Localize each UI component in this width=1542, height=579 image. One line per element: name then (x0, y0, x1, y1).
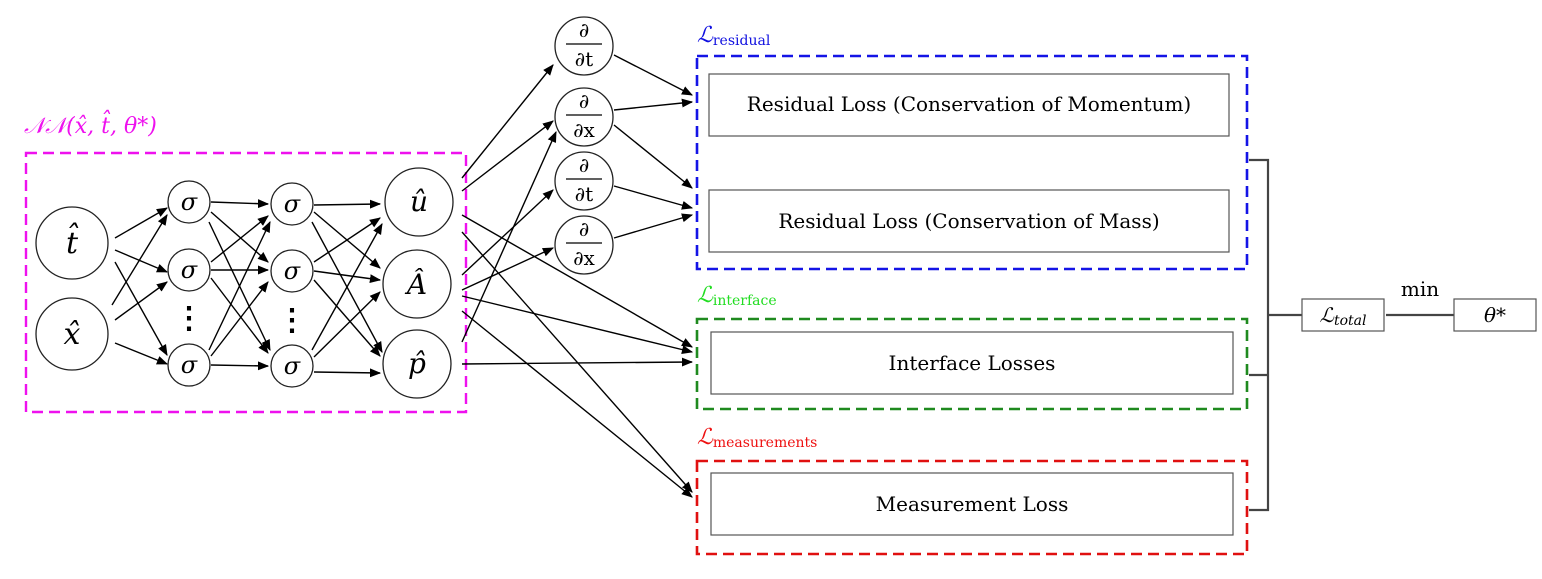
loss-aggregation-bracket (1249, 158, 1302, 512)
svg-text:û: û (410, 185, 428, 218)
momentum-loss-box: Residual Loss (Conservation of Momentum) (708, 73, 1230, 137)
svg-text:p̂: p̂ (408, 347, 426, 380)
svg-text:σ: σ (181, 188, 198, 216)
derivative-node-dx: ∂ ∂x (554, 87, 614, 147)
svg-text:Residual Loss (Conservation of: Residual Loss (Conservation of Mass) (778, 209, 1159, 233)
hidden-node: σ (270, 249, 314, 293)
svg-text:t̂: t̂ (66, 222, 79, 261)
network-label: 𝒩𝒩(x̂, t̂, θ*) (24, 110, 157, 139)
derivative-node-dx: ∂ ∂x (554, 215, 614, 275)
output-to-derivative-edges (461, 64, 557, 343)
output-node-p: p̂ (382, 329, 452, 399)
output-node-u: û (384, 167, 454, 237)
hidden-ellipsis: ⋮ (174, 301, 204, 336)
interface-group-border (695, 317, 1249, 411)
hidden-node: σ (167, 248, 211, 292)
svg-text:θ*: θ* (1484, 303, 1506, 327)
svg-text:σ: σ (181, 351, 198, 379)
svg-text:σ: σ (284, 257, 301, 285)
svg-text:∂x: ∂x (573, 118, 595, 142)
hidden2-to-output-edges (311, 199, 383, 378)
derivative-node-dt: ∂ ∂t (554, 16, 614, 76)
svg-text:∂: ∂ (579, 89, 589, 113)
network-group-border (24, 151, 468, 414)
measurement-loss-box: Measurement Loss (710, 472, 1234, 536)
svg-text:x̂: x̂ (64, 317, 81, 352)
mass-loss-box: Residual Loss (Conservation of Mass) (708, 189, 1230, 253)
svg-text:∂t: ∂t (575, 182, 593, 206)
input-node-t: t̂ (35, 206, 109, 280)
output-to-loss-edges (461, 214, 694, 498)
svg-text:Measurement Loss: Measurement Loss (876, 492, 1069, 516)
interface-group-label: ℒinterface (697, 283, 777, 309)
derivative-node-dt: ∂ ∂t (554, 151, 614, 211)
input-node-x: x̂ (35, 297, 109, 371)
derivative-to-residual-edges (613, 54, 694, 239)
svg-text:∂: ∂ (579, 217, 589, 241)
residual-group-border (695, 54, 1249, 271)
hidden1-to-hidden2-edges (208, 199, 271, 371)
hidden-node: σ (167, 343, 211, 387)
total-loss-box: ℒtotal (1301, 298, 1385, 332)
input-to-hidden1-edges (111, 207, 169, 365)
output-node-A: Â (382, 249, 452, 319)
hidden-ellipsis: ⋮ (277, 303, 307, 338)
svg-text:∂: ∂ (579, 18, 589, 42)
hidden-node: σ (167, 180, 211, 224)
svg-text:∂: ∂ (579, 153, 589, 177)
interface-loss-box: Interface Losses (710, 331, 1234, 395)
hidden-node: σ (270, 344, 314, 388)
measurements-group-label: ℒmeasurements (697, 425, 817, 451)
theta-star-box: θ* (1453, 298, 1537, 332)
svg-text:σ: σ (284, 190, 301, 218)
svg-text:∂t: ∂t (575, 47, 593, 71)
svg-text:Interface Losses: Interface Losses (889, 351, 1056, 375)
svg-text:σ: σ (284, 352, 301, 380)
svg-text:Residual Loss (Conservation of: Residual Loss (Conservation of Momentum) (747, 92, 1191, 116)
min-label: min (1401, 277, 1439, 301)
svg-text:ℒtotal: ℒtotal (1320, 303, 1367, 329)
svg-text:∂x: ∂x (573, 246, 595, 270)
hidden-node: σ (270, 182, 314, 226)
measurements-group-border (695, 459, 1249, 556)
residual-group-label: ℒresidual (697, 23, 771, 49)
svg-text:Â: Â (404, 268, 427, 301)
svg-text:σ: σ (181, 256, 198, 284)
